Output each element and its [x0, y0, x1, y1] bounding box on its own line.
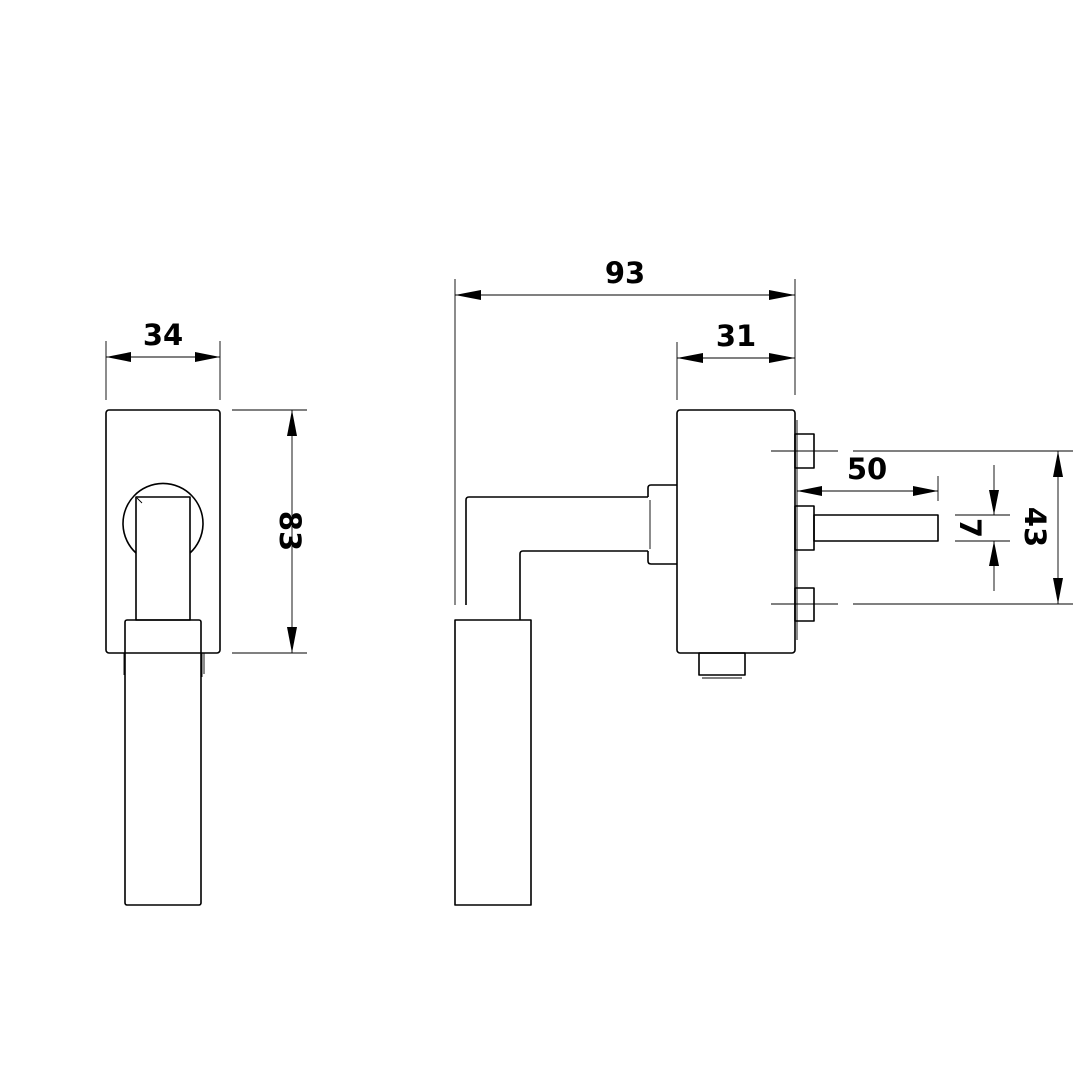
arrow-50-left	[797, 486, 822, 496]
side-lever-top	[465, 496, 648, 605]
arrow-31-left	[677, 353, 703, 363]
spindle-boss	[794, 505, 815, 551]
front-neck-mark	[136, 497, 143, 504]
dim-label-50: 50	[847, 452, 887, 486]
bottom-screw-head	[794, 587, 815, 622]
arrow-7-bottom	[989, 541, 999, 566]
arrow-83-top	[287, 410, 297, 436]
front-rose-plate	[105, 409, 221, 654]
dimension-lines	[105, 279, 1073, 654]
side-handle-grip	[454, 619, 532, 906]
dim-label-34: 34	[143, 318, 183, 352]
arrow-50-right	[913, 486, 938, 496]
side-rose-body	[676, 409, 796, 654]
dim-label-43: 43	[1018, 507, 1052, 547]
dimension-labels: 34 83 93 31 50 7 43	[143, 256, 1052, 551]
arrow-93-left	[455, 290, 481, 300]
front-rose-circle	[122, 482, 204, 554]
arrow-43-bottom	[1053, 578, 1063, 604]
arrow-43-top	[1053, 451, 1063, 477]
arrow-93-right	[769, 290, 795, 300]
arrow-7-top	[989, 490, 999, 515]
arrow-83-bottom	[287, 627, 297, 653]
dim-label-7: 7	[953, 518, 987, 538]
arrow-34-left	[106, 352, 131, 362]
side-collar	[647, 484, 677, 565]
dim-label-31: 31	[716, 319, 756, 353]
arrow-34-right	[195, 352, 220, 362]
front-handle-neck	[135, 496, 191, 621]
arrow-31-right	[769, 353, 795, 363]
dim-label-83: 83	[273, 511, 307, 551]
spindle	[813, 514, 939, 542]
side-lever-bottom	[519, 550, 648, 620]
side-bottom-cap	[698, 652, 746, 676]
front-lower-edges	[123, 653, 205, 677]
front-view	[105, 409, 221, 906]
front-handle-grip	[124, 619, 202, 906]
dim-label-93: 93	[605, 256, 645, 290]
